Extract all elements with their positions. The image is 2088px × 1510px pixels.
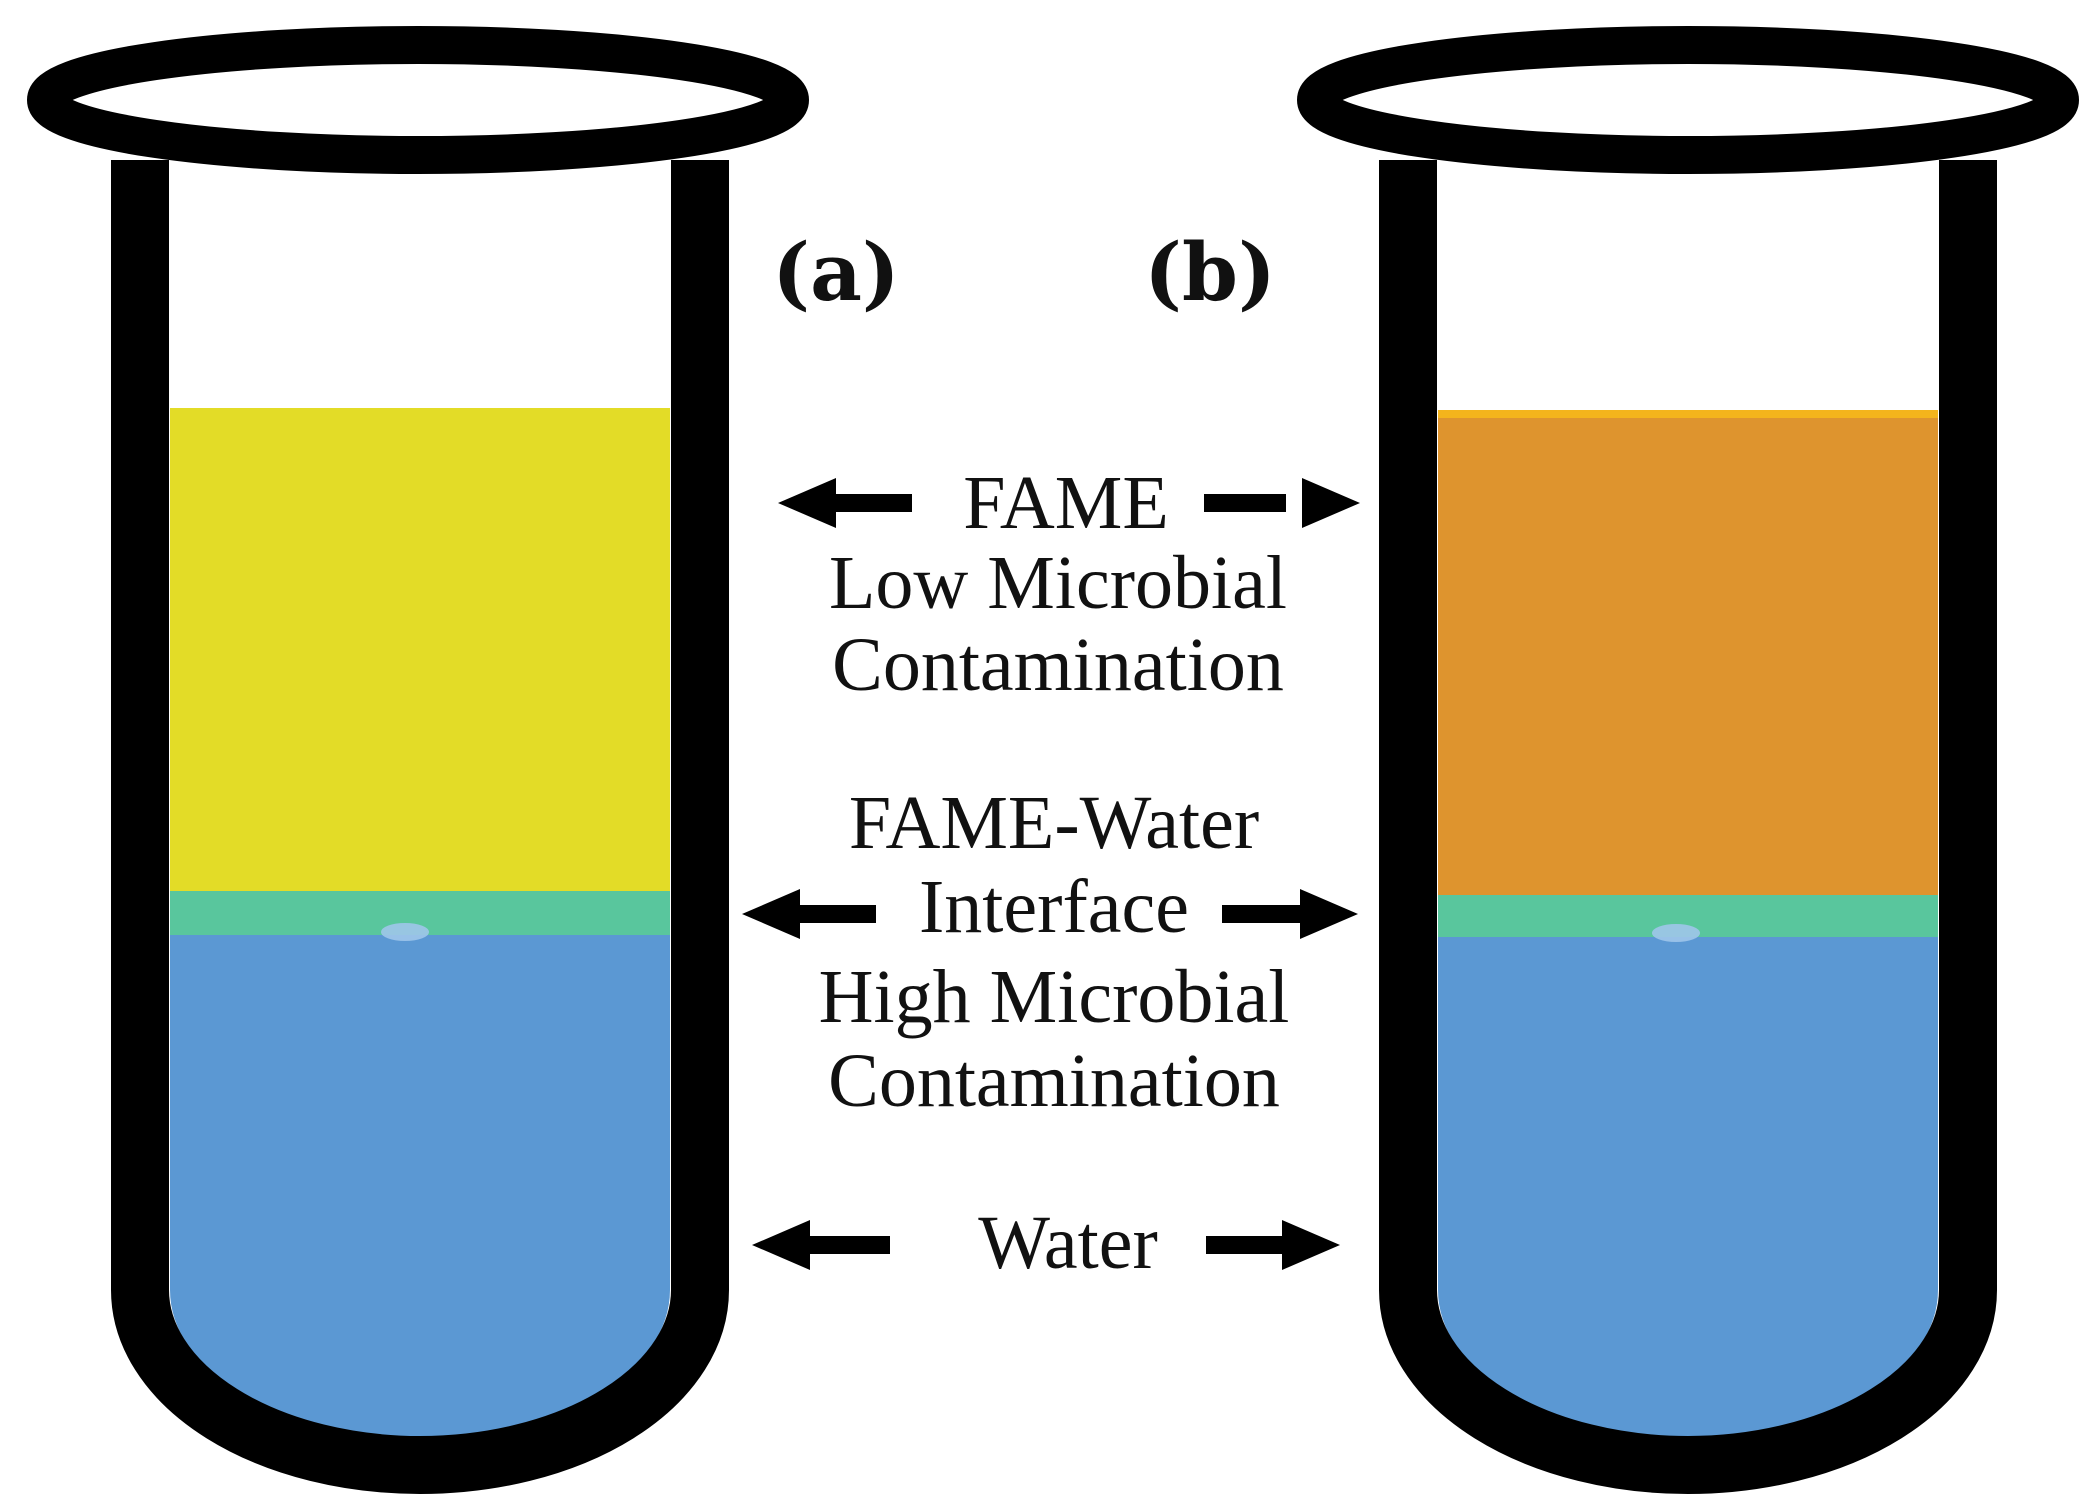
interface-label-line-1: FAME-Water: [849, 781, 1259, 865]
tube-b-wall: [1379, 160, 1997, 1494]
interface-note-line-1: High Microbial: [819, 955, 1290, 1039]
test-tube-b: [1297, 26, 2079, 1494]
tube-b-contents: [1438, 410, 1938, 1440]
fame-layer-a: [170, 408, 670, 891]
arrow-fame-right: [1204, 478, 1360, 528]
arrow-water-right: [1206, 1220, 1340, 1270]
panel-label-b: (b): [1144, 225, 1276, 319]
interface-note-line-2: Contamination: [828, 1039, 1280, 1123]
fame-label: FAME: [963, 461, 1169, 545]
water-label: Water: [978, 1201, 1158, 1285]
arrow-interface-left: [742, 889, 876, 939]
panel-label-a: (a): [772, 225, 900, 319]
test-tube-a: [27, 26, 809, 1494]
tube-a-wall: [111, 160, 729, 1494]
fame-layer-b: [1438, 418, 1938, 895]
tube-b-rim: [1297, 26, 2079, 174]
fame-note-line-2: Contamination: [832, 623, 1284, 707]
arrow-water-left: [752, 1220, 890, 1270]
interface-droplet-b: [1652, 924, 1700, 942]
water-layer-b: [1438, 937, 1938, 1440]
tube-a-rim: [27, 26, 809, 174]
arrow-interface-right: [1222, 889, 1358, 939]
interface-label-line-2: Interface: [919, 865, 1189, 949]
interface-droplet-a: [381, 923, 429, 941]
water-layer-a: [170, 935, 670, 1440]
arrow-fame-left: [778, 478, 912, 528]
fame-note-line-1: Low Microbial: [829, 541, 1287, 625]
tube-a-contents: [170, 408, 670, 1440]
fame-top-edge-b: [1438, 410, 1938, 418]
